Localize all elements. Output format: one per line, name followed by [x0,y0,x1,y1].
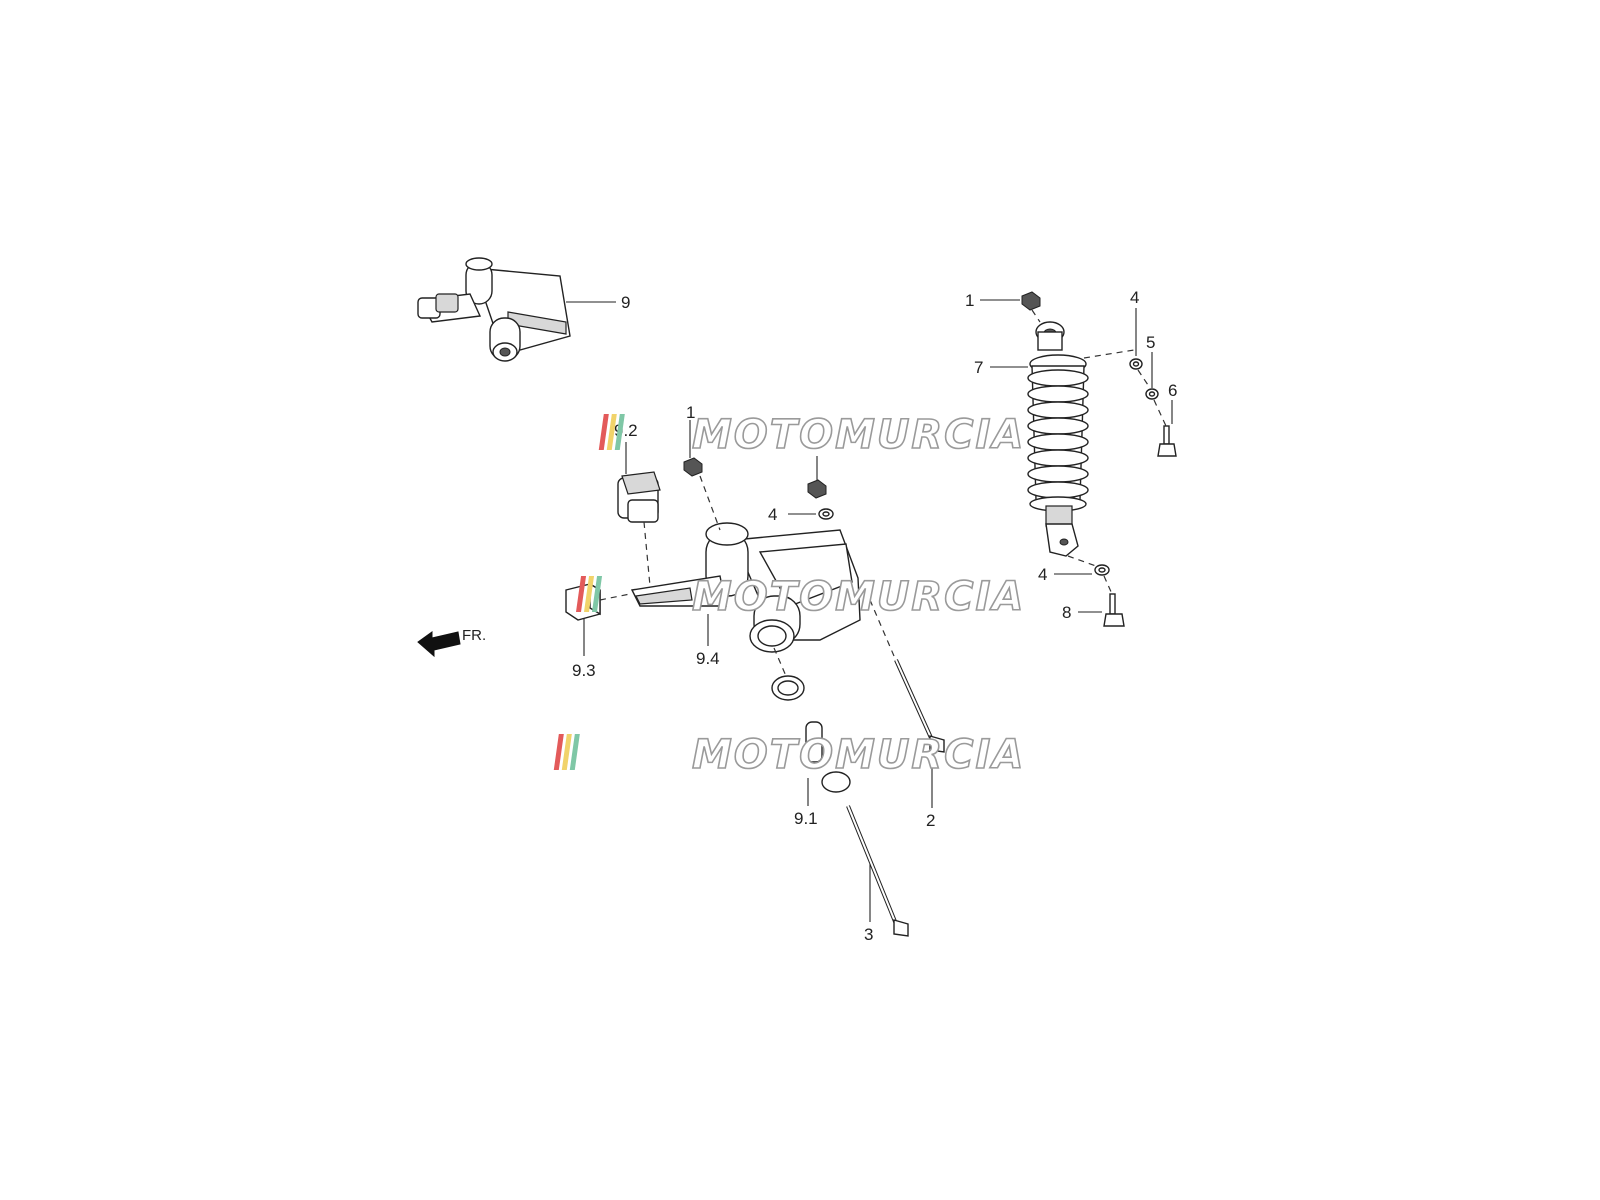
callout-1-top: 1 [965,291,974,310]
watermark-2: MOTOMURCIA [575,573,1025,621]
part-1-nut-mid [683,420,703,477]
callout-1-mid: 1 [686,403,695,422]
callout-7: 7 [974,358,983,377]
callout-9-4: 9.4 [696,649,720,668]
direction-indicator: FR. [417,627,486,658]
arrow-left-icon [417,631,461,658]
part-9-4-swingarm-main [630,475,861,653]
part-2-long-bolt [869,599,945,808]
part-9-1-collar [771,647,851,806]
callout-9-1: 9.1 [794,809,818,828]
callout-8: 8 [1062,603,1071,622]
part-1-nut-right [807,456,827,499]
callout-2: 2 [926,811,935,830]
watermark-text: MOTOMURCIA [692,574,1025,620]
watermark-3: MOTOMURCIA [553,731,1025,779]
part-9-2-bushing [617,442,661,587]
callout-4-mid: 4 [768,505,777,524]
direction-label: FR. [462,627,486,644]
callout-4-low: 4 [1038,565,1047,584]
part-7-shock-absorber [990,321,1135,557]
part-4-washer-mid [788,508,834,520]
callout-4-top: 4 [1130,288,1139,307]
watermark-text: MOTOMURCIA [692,412,1025,458]
part-4-washer-low [1054,555,1110,576]
watermark-1: MOTOMURCIA [598,411,1025,459]
callout-3: 3 [864,925,873,944]
part-9-swingarm-small [417,257,616,362]
part-8-bolt [1078,575,1125,627]
callout-6: 6 [1168,381,1177,400]
callout-5: 5 [1146,333,1155,352]
part-3-long-bolt [846,805,909,937]
watermark-text: MOTOMURCIA [692,732,1025,778]
part-1-nut-top [980,291,1041,323]
parts-4-5-6-top-right [1129,308,1177,457]
callout-9: 9 [621,293,630,312]
callout-9-3: 9.3 [572,661,596,680]
